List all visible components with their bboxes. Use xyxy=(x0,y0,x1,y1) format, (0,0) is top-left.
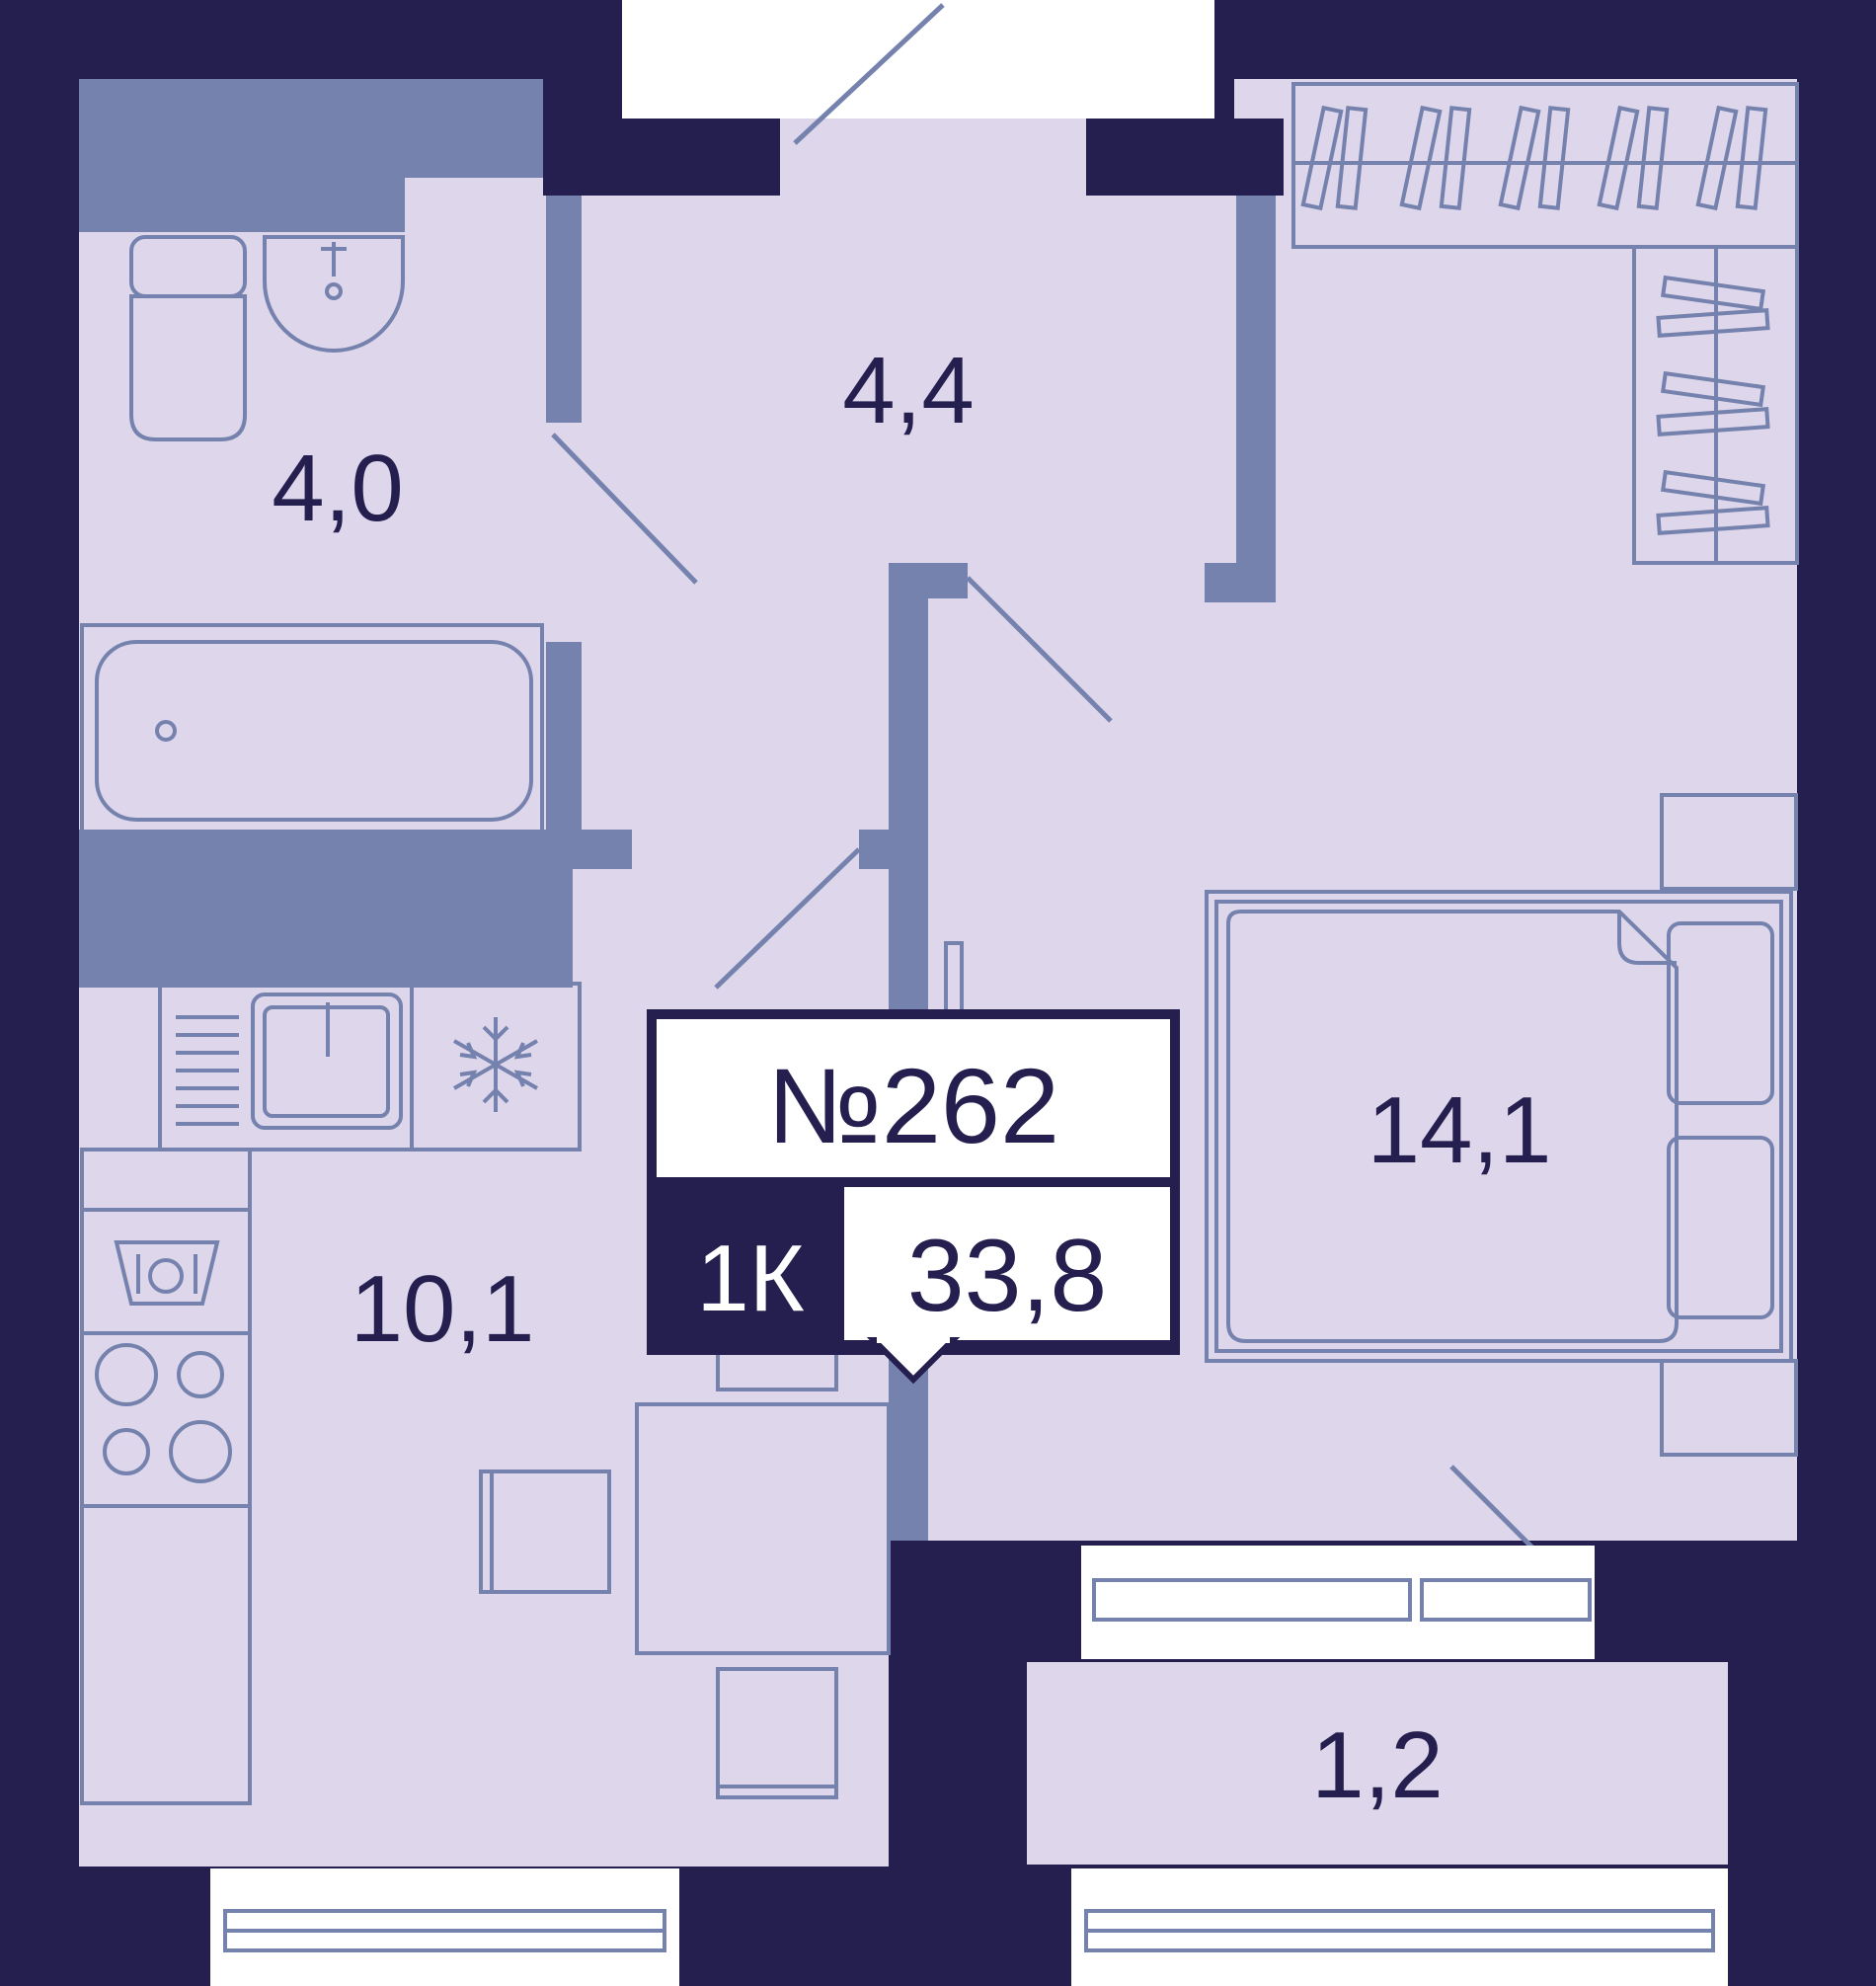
balcony-window xyxy=(1071,1868,1728,1986)
windows xyxy=(210,1546,1728,1986)
bathroom-fixtures xyxy=(80,235,544,834)
kitchen-door xyxy=(714,847,861,990)
interior-walls xyxy=(543,119,1797,1986)
kitchen-window xyxy=(210,1868,679,1986)
apartment-type: 1К xyxy=(696,1226,804,1331)
bedroom-window xyxy=(1081,1546,1595,1659)
sink-icon xyxy=(263,235,405,353)
kitchen-fixtures xyxy=(80,982,582,1805)
bedroom-floor xyxy=(1234,79,1797,1541)
bedroom-area-label: 14,1 xyxy=(1368,1077,1552,1183)
cooktop-icon xyxy=(95,1343,232,1483)
stove-vent-icon xyxy=(176,1015,239,1126)
toilet-icon xyxy=(129,235,247,441)
snowflake-icon xyxy=(453,1017,538,1112)
apartment-number: №262 xyxy=(767,1046,1059,1165)
bedroom-door xyxy=(966,576,1113,723)
room-labels: 4,0 4,4 14,1 10,1 1,2 xyxy=(272,338,1551,1818)
hanger-icons-top xyxy=(1300,105,1768,211)
kitchen-area-label: 10,1 xyxy=(351,1256,535,1362)
hanger-icons-side xyxy=(1656,275,1770,535)
wardrobe xyxy=(1291,82,1799,565)
balcony-floor xyxy=(1027,1662,1728,1865)
bathtub-icon xyxy=(80,623,544,834)
entrance-door xyxy=(793,3,945,145)
kitchen-sink-icon xyxy=(251,993,403,1130)
hall-area-label: 4,4 xyxy=(842,338,974,443)
balcony-area-label: 1,2 xyxy=(1311,1712,1443,1818)
apartment-total-area: 33,8 xyxy=(907,1219,1107,1333)
dishwasher-icon xyxy=(114,1240,220,1306)
bathroom-area-label: 4,0 xyxy=(272,436,403,541)
bed xyxy=(1205,793,1798,1457)
bathroom-door xyxy=(551,433,698,585)
apartment-badge: №262 1К 33,8 xyxy=(647,1009,1180,1385)
